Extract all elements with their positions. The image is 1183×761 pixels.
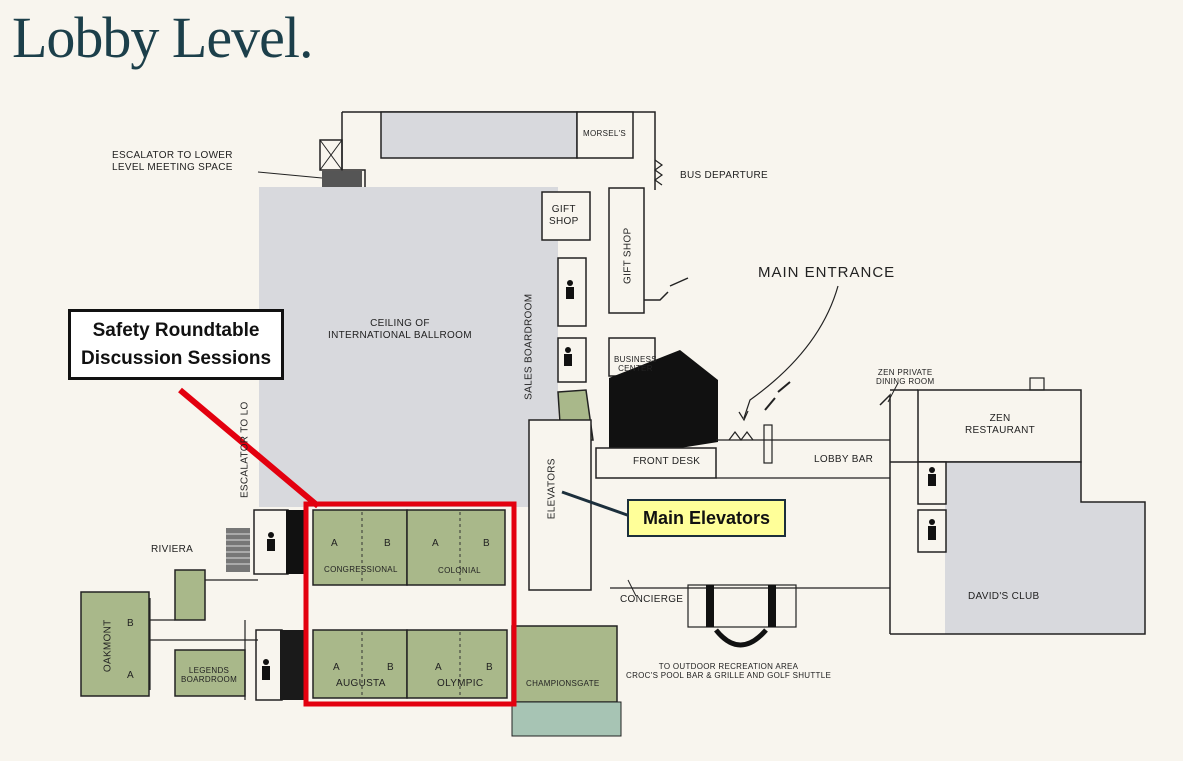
concierge-label: CONCIERGE — [620, 594, 684, 605]
gift-shop-2-room — [608, 187, 645, 314]
colonial-a: A — [432, 538, 439, 549]
davids-club-wall — [890, 461, 1146, 635]
escalator-stairs — [322, 171, 362, 187]
augusta-label: AUGUSTA — [336, 678, 386, 689]
congressional-label: CONGRESSIONAL — [324, 565, 398, 574]
morsels-label: MORSEL'S — [583, 129, 627, 138]
augusta-a: A — [333, 662, 340, 673]
zen-restaurant-room — [917, 389, 1082, 463]
oakmont-b: B — [127, 618, 134, 629]
colonial-room — [406, 509, 506, 586]
gift-shop-1-room — [541, 191, 591, 241]
congressional-b: B — [384, 538, 391, 549]
restroom-icons — [262, 280, 936, 680]
oakmont-label: OAKMONT — [102, 619, 114, 673]
sales-boardroom-label: SALES BOARDROOM — [523, 293, 535, 400]
page-title: Lobby Level. — [12, 5, 313, 70]
colonial-b: B — [483, 538, 490, 549]
davids-club-shade — [945, 462, 1145, 634]
olympic-b: B — [486, 662, 493, 673]
morsels-box — [576, 111, 634, 159]
highlight-box — [303, 501, 517, 707]
davids-club-label: DAVID'S CLUB — [968, 591, 1040, 602]
gift-shop-2-label: GIFT SHOP — [622, 227, 634, 284]
elevators-pointer — [561, 490, 631, 518]
augusta-b: B — [387, 662, 394, 673]
congressional-room — [312, 509, 408, 586]
olympic-a: A — [435, 662, 442, 673]
oakmont-room — [80, 591, 150, 697]
riviera-label: RIVIERA — [151, 544, 194, 555]
championsgate-lower — [511, 701, 622, 737]
front-desk-label: FRONT DESK — [633, 456, 701, 467]
congressional-a: A — [331, 538, 338, 549]
augusta-room — [312, 629, 408, 699]
escalator-lo-label: ESCALATOR TO LO — [239, 401, 251, 499]
oakmont-a: A — [127, 670, 134, 681]
escalator-lower-steps — [226, 528, 250, 572]
main-entrance-label: MAIN ENTRANCE — [758, 264, 896, 281]
olympic-room — [406, 629, 508, 699]
elevators-label: ELEVATORS — [546, 458, 558, 520]
olympic-label: OLYMPIC — [437, 678, 484, 689]
championsgate-label: CHAMPIONSGATE — [526, 679, 600, 688]
main-elevators-callout: Main Elevators — [627, 499, 787, 538]
morsels-room — [380, 111, 578, 159]
main-entrance-arrow — [743, 285, 839, 419]
colonial-label: COLONIAL — [438, 566, 481, 575]
lobby-bar-label: LOBBY BAR — [814, 454, 874, 465]
elevators-block — [528, 419, 592, 591]
front-desk-core — [609, 350, 718, 448]
escalator-box — [319, 139, 343, 171]
safety-pointer — [178, 387, 320, 509]
championsgate-room — [511, 625, 618, 703]
ballroom-ceiling-area — [259, 187, 558, 507]
riviera-room — [174, 569, 206, 621]
bus-departure-label: BUS DEPARTURE — [680, 170, 768, 181]
